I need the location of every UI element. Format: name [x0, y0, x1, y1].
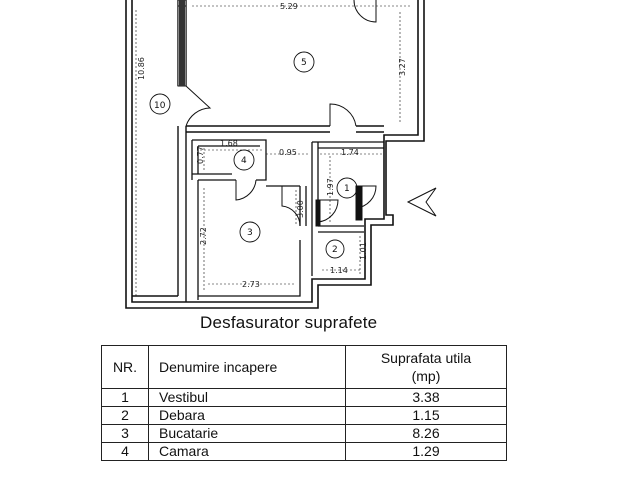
dim-camara-height: 0.77 — [196, 146, 205, 164]
row-room-name: Vestibul — [148, 388, 346, 407]
dim-room5-height: 3.27 — [398, 58, 407, 76]
row-area: 8.26 — [345, 424, 507, 443]
summary-title: Desfasurator suprafete — [200, 313, 378, 332]
dim-kitchen-height: 2.72 — [199, 227, 208, 245]
dim-corridor-width: 0.95 — [279, 148, 297, 157]
table-row: 4 Camara 1.29 — [101, 442, 507, 461]
dim-kitchen-width: 2.73 — [242, 280, 260, 289]
room-number-3: 3 — [247, 228, 253, 238]
room-number-1: 1 — [344, 184, 350, 194]
table-header-row: NR. Denumire incapere Suprafata utila (m… — [101, 345, 507, 389]
row-area: 3.38 — [345, 388, 507, 407]
dim-top-width: 5.29 — [280, 2, 298, 11]
room-markers — [149, 51, 358, 259]
header-room-name: Denumire incapere — [148, 345, 346, 389]
row-room-name: Bucatarie — [148, 424, 346, 443]
row-room-name: Debara — [148, 406, 346, 425]
room-number-4: 4 — [241, 156, 247, 166]
dim-vestibul-height: 1.97 — [326, 178, 335, 196]
room-number-2: 2 — [332, 245, 338, 255]
table-row: 2 Debara 1.15 — [101, 406, 507, 425]
dim-camara-width: 1.68 — [220, 139, 238, 148]
row-area: 1.29 — [345, 442, 507, 461]
row-area: 1.15 — [345, 406, 507, 425]
outer-walls — [125, 0, 425, 309]
dim-vestibul-width: 1.74 — [341, 148, 359, 157]
area-summary-table: NR. Denumire incapere Suprafata utila (m… — [101, 345, 507, 461]
north-arrow-icon — [406, 187, 437, 217]
dim-kitchen-side: 3.00 — [296, 200, 305, 218]
header-usable-area: Suprafata utila (mp) — [345, 345, 507, 389]
floor-plan: 5.29 10.86 3.27 1.68 0.77 0.95 1.74 1.97… — [125, 0, 437, 309]
row-nr: 2 — [101, 406, 149, 425]
row-nr: 3 — [101, 424, 149, 443]
dim-debara-width: 1.14 — [330, 266, 348, 275]
header-nr: NR. — [101, 345, 149, 389]
row-nr: 1 — [101, 388, 149, 407]
table-row: 1 Vestibul 3.38 — [101, 388, 507, 407]
table-row: 3 Bucatarie 8.26 — [101, 424, 507, 443]
row-room-name: Camara — [148, 442, 346, 461]
header-area-line2: (mp) — [411, 368, 441, 384]
room-number-5: 5 — [301, 58, 307, 68]
row-nr: 4 — [101, 442, 149, 461]
dim-debara-height: 1.01 — [359, 242, 368, 260]
dimension-lines — [135, 5, 410, 296]
window-strip — [178, 0, 186, 87]
partitions — [191, 139, 384, 300]
room5-walls — [186, 125, 384, 133]
room-number-10: 10 — [154, 101, 166, 111]
header-area-line1: Suprafata utila — [380, 350, 472, 366]
dim-left-length: 10.86 — [137, 57, 146, 80]
